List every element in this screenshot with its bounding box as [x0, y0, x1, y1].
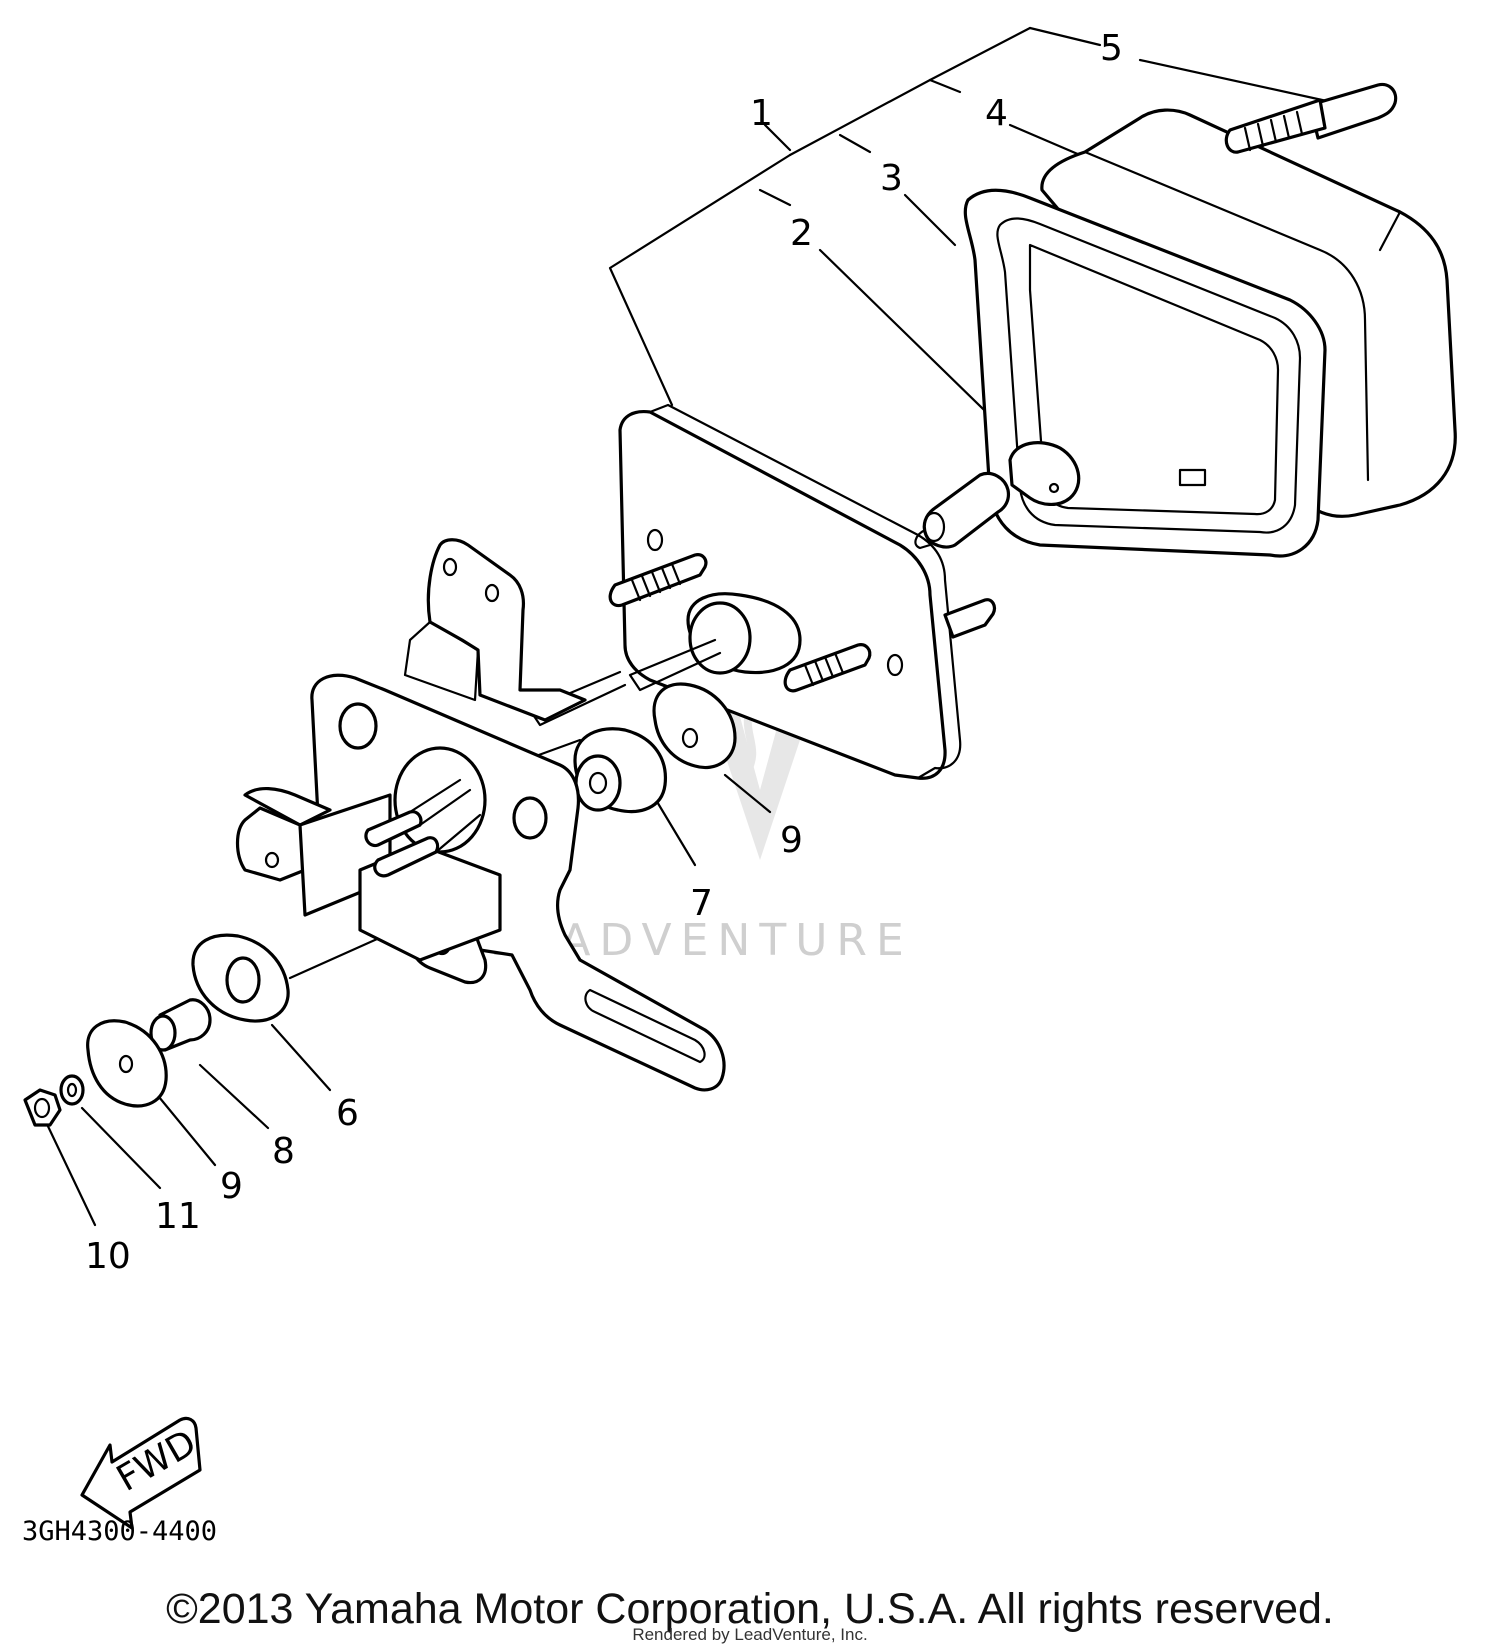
callout-6: 6 — [336, 1093, 359, 1134]
grommet-7 — [573, 727, 668, 814]
leader-lines — [43, 26, 1347, 1227]
rendered-by-note: Rendered by LeadVenture, Inc. — [632, 1625, 868, 1644]
callout-1: 1 — [750, 93, 773, 134]
part-code: 3GH4300-4400 — [22, 1516, 217, 1547]
callout-9-upper: 9 — [780, 820, 803, 861]
grommet-6 — [191, 933, 290, 1023]
callout-9-lower: 9 — [220, 1166, 243, 1207]
collar-8 — [149, 998, 212, 1052]
copyright-notice: ©2013 Yamaha Motor Corporation, U.S.A. A… — [166, 1585, 1334, 1633]
bulb — [914, 441, 1081, 550]
base-plate — [528, 403, 997, 780]
fwd-arrow: FWD — [80, 1416, 203, 1530]
callouts: 1 2 3 4 5 6 7 8 9 9 10 11 — [85, 28, 1123, 1277]
callout-2: 2 — [790, 213, 813, 254]
callout-10: 10 — [85, 1236, 131, 1277]
callout-3: 3 — [880, 158, 903, 199]
screw-5 — [1224, 82, 1398, 154]
nut-10 — [23, 1088, 62, 1127]
callout-4: 4 — [985, 93, 1008, 134]
callout-11: 11 — [155, 1196, 201, 1237]
callout-5: 5 — [1100, 28, 1123, 69]
callout-7: 7 — [690, 883, 713, 924]
callout-8: 8 — [272, 1131, 295, 1172]
washer-9-upper — [652, 682, 737, 770]
spring-washer-11 — [59, 1074, 85, 1106]
mounting-bracket — [235, 538, 726, 1092]
washer-9-lower — [86, 1019, 168, 1108]
